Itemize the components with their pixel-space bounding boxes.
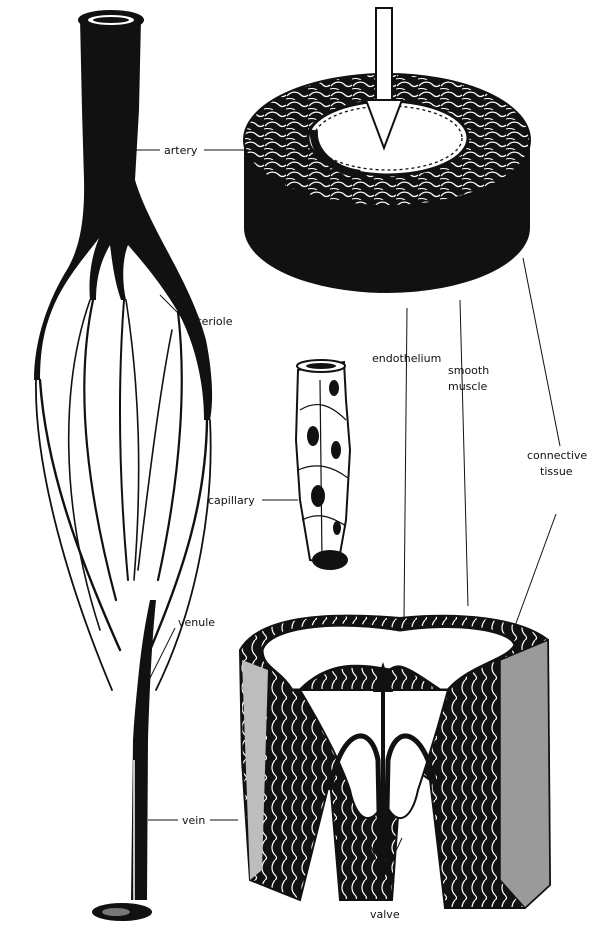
label-endothelium: endothelium [372,352,441,365]
label-smooth-muscle-1: smooth [448,364,489,377]
vein-cross-section [240,616,550,908]
label-valve: valve [370,908,400,921]
label-artery: artery [164,144,198,157]
capillary-branches [36,300,211,690]
label-connective-1: connective [527,449,587,462]
capillary-tube [296,360,350,570]
label-arteriole: arteriole [186,315,233,328]
artery-trunk [34,18,212,420]
label-connective-2: tissue [540,465,573,478]
label-capillary: capillary [208,494,255,507]
label-venule: venule [178,616,215,629]
artery-cross-section [244,8,530,293]
label-vein: vein [182,814,205,827]
label-smooth-muscle-2: muscle [448,380,488,393]
